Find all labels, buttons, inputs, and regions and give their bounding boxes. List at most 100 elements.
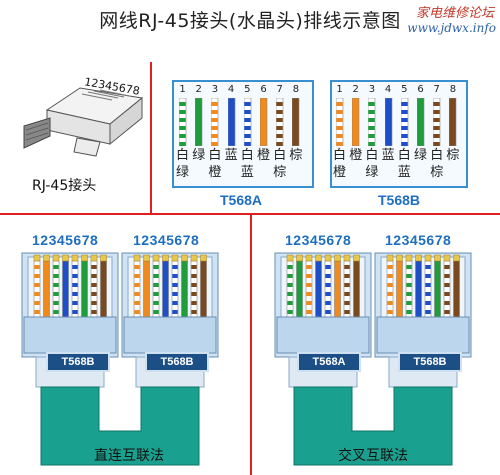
- straight-left-wire-7-stripe: [91, 283, 97, 287]
- straight-right-wire-7-stripe: [191, 283, 197, 287]
- straight-left-wire-2: [43, 260, 50, 318]
- t568b-row1-char-1: 白: [333, 148, 347, 163]
- straight-right-wire-1-stripe: [134, 301, 140, 305]
- straight-left-wire-1-stripe: [34, 292, 40, 296]
- connector-diagrams: [21, 252, 472, 466]
- cross-right-wire-1-stripe: [387, 283, 393, 287]
- t568b-row2-char-1: 橙: [333, 165, 347, 180]
- cross-left-contact-8: [353, 254, 360, 262]
- straight-left-wire-7: [90, 260, 98, 318]
- t568a-pin-7: 7: [276, 84, 283, 95]
- cross-left-wire-3-stripe: [306, 301, 312, 305]
- t568b-wire-8: [449, 98, 457, 146]
- straight-left-wire-5-stripe: [72, 283, 78, 287]
- cross-right-wire-7-stripe: [444, 301, 450, 305]
- divider-vertical-bottom: [250, 215, 252, 475]
- straight-right-wire-5-stripe: [172, 274, 178, 278]
- cross-right-body: [376, 316, 470, 354]
- cross-right-wire-7-stripe: [444, 310, 450, 314]
- cross-left-wire-7-stripe: [344, 292, 350, 296]
- watermark-url: www.jdwx.info: [407, 21, 496, 35]
- cross-left-wire-3-stripe: [306, 274, 312, 278]
- cross-left-wire-3-stripe: [306, 265, 312, 269]
- t568a-wire-5: [243, 98, 252, 146]
- straight-left-wire-3-stripe: [53, 265, 59, 269]
- t568a-row1-char-6: 橙: [257, 148, 271, 163]
- straight-right-wire-1-stripe: [134, 292, 140, 296]
- straight-right-wire-3-stripe: [153, 301, 159, 305]
- straight-right-wire-1: [133, 260, 141, 318]
- t568b-pin-7: 7: [433, 84, 440, 95]
- cross-left-wire-1-stripe: [287, 265, 293, 269]
- straight-right-wire-2: [143, 260, 150, 318]
- cross-right-wire-3-stripe: [406, 301, 412, 305]
- cross-left-wire-5-stripe: [325, 301, 331, 305]
- straight-left-tag: T568B: [46, 352, 110, 372]
- cross-left-wire-5-stripe: [325, 310, 331, 314]
- straight-left-wire-3-stripe: [53, 301, 59, 305]
- straight-left-wire-5-stripe: [72, 310, 78, 314]
- straight-left-contact-4: [62, 254, 69, 262]
- straight-cable: [40, 386, 200, 466]
- cross-right-contact-1: [386, 254, 394, 262]
- cross-left-tag: T568A: [297, 352, 361, 372]
- straight-right-wire-1-stripe: [134, 265, 140, 269]
- cross-right-wire-7-stripe: [444, 274, 450, 278]
- t568a-wire-7: [276, 98, 284, 146]
- t568a-pin-5: 5: [244, 84, 251, 95]
- t568b-wire-4: [384, 98, 392, 146]
- straight-left-body: [23, 316, 117, 354]
- cross-left-wire-5-stripe: [325, 283, 331, 287]
- cross-right-wire-7: [443, 260, 451, 318]
- t568b-wire-2: [352, 98, 360, 146]
- cross-left-wire-1-stripe: [287, 274, 293, 278]
- t568b-row1-char-2: 橙: [349, 148, 363, 163]
- t568b-pin-2: 2: [352, 84, 359, 95]
- t568a-wire-6: [260, 98, 268, 146]
- cross-right-wire-1-stripe: [387, 301, 393, 305]
- straight-right-wire-5-stripe: [172, 283, 178, 287]
- cross-right-wire-5-stripe: [425, 292, 431, 296]
- straight-right-contact-3: [152, 254, 160, 262]
- t568b-row1-char-4: 蓝: [381, 148, 395, 163]
- cross-right-contact-5: [424, 254, 432, 262]
- cross-left-contact-5: [324, 254, 332, 262]
- t568a-pin-3: 3: [211, 84, 219, 95]
- cross-right-wire-1-stripe: [387, 292, 393, 296]
- cross-left-wire-1-stripe: [287, 301, 293, 305]
- t568b-pin-4: 4: [384, 84, 392, 95]
- crossover-cable: [293, 386, 453, 466]
- straight-right-wire-8: [200, 260, 207, 318]
- cross-right-wire-1: [386, 260, 394, 318]
- cross-right-contact-3: [405, 254, 413, 262]
- straight-left-wire-1-stripe: [34, 265, 40, 269]
- straight-right-wire-3-stripe: [153, 292, 159, 296]
- cross-left-pin-header: 12345678: [285, 232, 352, 248]
- t568a-row1-char-1: 白: [176, 148, 190, 163]
- rj45-plug-illustration: [23, 87, 144, 157]
- cross-right-wire-7-stripe: [444, 265, 450, 269]
- straight-left-wire-5-stripe: [72, 292, 78, 296]
- straight-right-wire-5-stripe: [172, 265, 178, 269]
- cross-left-wire-1: [286, 260, 294, 318]
- cross-left-wire-2: [296, 260, 303, 318]
- t568a-wire-8: [292, 98, 300, 146]
- straight-left-wire-5: [71, 260, 79, 318]
- straight-left-wire-8: [100, 260, 107, 318]
- straight-left-wire-1-stripe: [34, 283, 40, 287]
- divider-horizontal: [0, 213, 500, 215]
- t568b-wire-5: [400, 98, 409, 146]
- straight-left-wire-5-stripe: [72, 274, 78, 278]
- t568b-pin-3: 3: [368, 84, 376, 95]
- cross-left-wire-3-stripe: [306, 292, 312, 296]
- straight-right-wire-5: [171, 260, 179, 318]
- t568a-row2-char-3: 橙: [208, 165, 222, 180]
- straight-right-pin-header: 12345678: [133, 232, 200, 248]
- straight-right-tag: T568B: [145, 352, 209, 372]
- cross-left-wire-1-stripe: [287, 292, 293, 296]
- page-title: 网线RJ-45接头(水晶头)排线示意图: [99, 10, 401, 32]
- t568a-pin-4: 4: [227, 84, 235, 95]
- straight-right-wire-5-stripe: [172, 310, 178, 314]
- t568a-pin-1: 1: [179, 84, 186, 95]
